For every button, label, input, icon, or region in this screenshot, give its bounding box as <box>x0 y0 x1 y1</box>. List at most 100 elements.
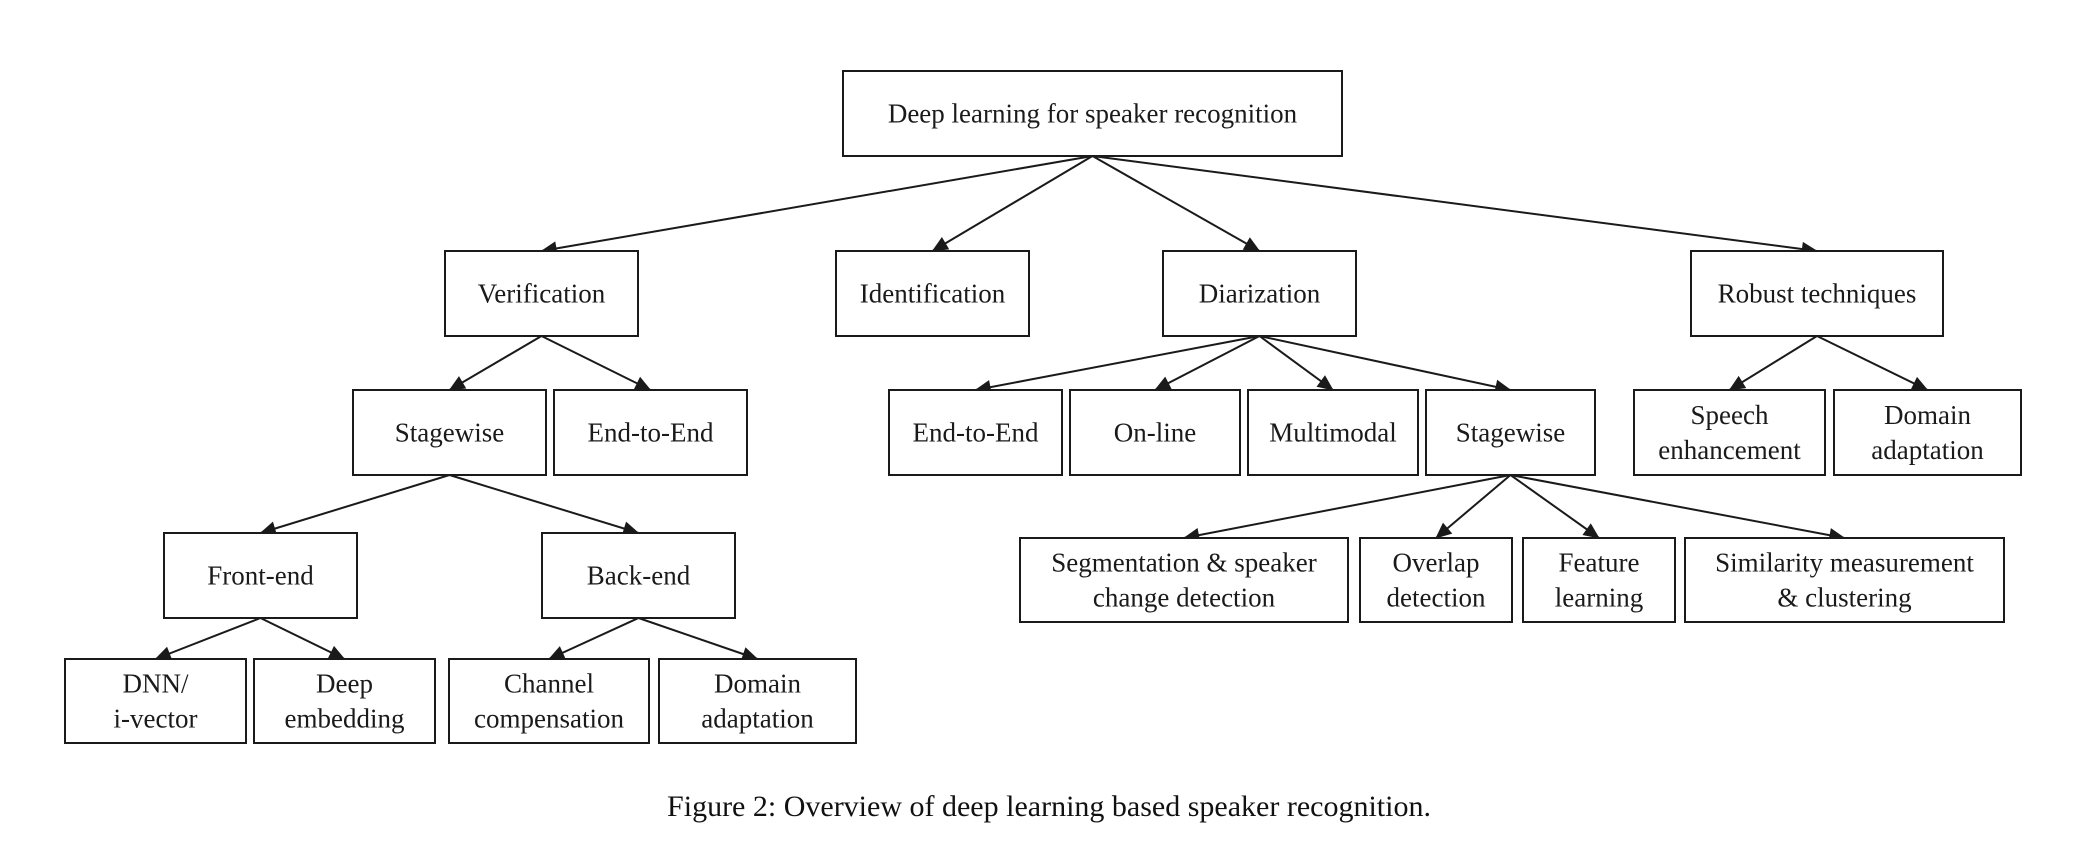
node-robust: Robust techniques <box>1690 250 1944 337</box>
node-label: Front-end <box>207 561 314 591</box>
edge-arrow-ver-stagewise-to-front-end <box>259 474 450 536</box>
node-box <box>444 250 639 337</box>
edge-arrow-root-to-identification <box>931 155 1094 252</box>
edge-arrow-diarization-to-multimodal <box>1258 335 1334 391</box>
node-label: Deep learning for speaker recognition <box>888 99 1298 129</box>
node-identification: Identification <box>835 250 1030 337</box>
edge-arrow-front-end-to-dnn-ivector <box>154 617 261 661</box>
node-label: Robust techniques <box>1718 279 1917 309</box>
node-segmentation: Segmentation & speaker change detection <box>1019 537 1349 623</box>
node-feature: Feature learning <box>1522 537 1676 623</box>
node-dnn-ivector: DNN/i-vector <box>64 658 247 744</box>
edge-arrow-dia-stagewise-to-segmentation <box>1183 474 1511 543</box>
node-label: End-to-End <box>913 418 1039 448</box>
edge-arrow-robust-to-speech-enh <box>1728 335 1818 391</box>
node-box <box>1019 537 1349 623</box>
node-label: End-to-End <box>588 418 714 448</box>
node-label: learning <box>1555 583 1643 613</box>
node-similarity: Similarity measurement & clustering <box>1684 537 2005 623</box>
node-label: enhancement <box>1658 435 1801 465</box>
node-ver-stagewise: Stagewise <box>352 389 547 476</box>
node-label: embedding <box>285 704 405 734</box>
edge-arrow-root-to-verification <box>540 155 1093 256</box>
edge-arrow-diarization-to-dia-stagewise <box>1259 335 1512 394</box>
node-label: Back-end <box>587 561 691 591</box>
node-label: Segmentation & speaker <box>1051 548 1316 578</box>
node-label: Feature <box>1559 548 1640 578</box>
node-front-end: Front-end <box>163 532 358 619</box>
node-label: Diarization <box>1199 279 1321 309</box>
node-ver-e2e: End-to-End <box>553 389 748 476</box>
node-label: Stagewise <box>395 418 504 448</box>
node-box <box>541 532 736 619</box>
node-box <box>1522 537 1676 623</box>
node-deep-embedding: Deep embedding <box>253 658 436 744</box>
edge-arrow-root-to-diarization <box>1092 155 1261 252</box>
node-rob-domain: Domain adaptation <box>1833 389 2022 476</box>
node-label: & clustering <box>1777 583 1911 613</box>
node-box <box>448 658 650 744</box>
node-box <box>1633 389 1826 476</box>
node-box <box>888 389 1063 476</box>
node-box <box>1425 389 1596 476</box>
node-label: Speech <box>1691 400 1769 430</box>
node-label: Identification <box>860 279 1006 309</box>
node-label: On-line <box>1114 418 1196 448</box>
node-box <box>352 389 547 476</box>
node-box <box>1833 389 2022 476</box>
node-box <box>1069 389 1241 476</box>
edge-arrow-ver-stagewise-to-back-end <box>449 474 640 536</box>
node-online: On-line <box>1069 389 1241 476</box>
node-label: Stagewise <box>1456 418 1565 448</box>
node-label: adaptation <box>701 704 814 734</box>
node-label: Domain <box>1884 400 1971 430</box>
node-box <box>1162 250 1357 337</box>
edge-arrow-dia-stagewise-to-feature <box>1509 474 1600 539</box>
node-box <box>835 250 1030 337</box>
edge-arrow-front-end-to-deep-embedding <box>260 617 346 660</box>
node-label: DNN/ <box>123 669 189 699</box>
node-label: Multimodal <box>1269 418 1397 448</box>
nodes-layer: Deep learning for speaker recognitionVer… <box>64 70 2022 744</box>
node-box <box>553 389 748 476</box>
edge-arrow-dia-stagewise-to-overlap <box>1435 474 1512 539</box>
edge-arrow-back-end-to-ver-domain <box>638 617 759 661</box>
node-verification: Verification <box>444 250 639 337</box>
node-ver-domain: Domain adaptation <box>658 658 857 744</box>
node-box <box>658 658 857 744</box>
edge-arrow-diarization-to-dia-e2e <box>974 335 1260 395</box>
node-dia-e2e: End-to-End <box>888 389 1063 476</box>
edge-arrow-back-end-to-channel-comp <box>548 617 639 660</box>
edge-arrow-robust-to-rob-domain <box>1816 335 1929 391</box>
node-box <box>1690 250 1944 337</box>
node-box <box>64 658 247 744</box>
node-label: adaptation <box>1871 435 1984 465</box>
edge-arrow-verification-to-ver-stagewise <box>448 335 543 391</box>
node-box <box>253 658 436 744</box>
node-dia-stagewise: Stagewise <box>1425 389 1596 476</box>
node-label: change detection <box>1093 583 1276 613</box>
node-label: compensation <box>474 704 624 734</box>
edge-arrow-root-to-robust <box>1092 155 1818 257</box>
node-speech-enh: Speech enhancement <box>1633 389 1826 476</box>
node-label: detection <box>1387 583 1486 613</box>
node-box <box>1359 537 1513 623</box>
node-diarization: Diarization <box>1162 250 1357 337</box>
node-label: Deep <box>316 669 373 699</box>
edges-layer <box>154 155 1929 661</box>
node-root: Deep learning for speaker recognition <box>842 70 1343 157</box>
edge-arrow-verification-to-ver-e2e <box>541 335 652 391</box>
edge-arrow-diarization-to-online <box>1154 335 1260 391</box>
edge-arrow-dia-stagewise-to-similarity <box>1510 474 1846 543</box>
node-label: Similarity measurement <box>1715 548 1974 578</box>
node-box <box>1247 389 1419 476</box>
node-box <box>842 70 1343 157</box>
node-box <box>163 532 358 619</box>
node-label: i-vector <box>114 704 198 734</box>
node-label: Domain <box>714 669 801 699</box>
figure-caption: Figure 2: Overview of deep learning base… <box>667 790 1431 823</box>
node-box <box>1684 537 2005 623</box>
